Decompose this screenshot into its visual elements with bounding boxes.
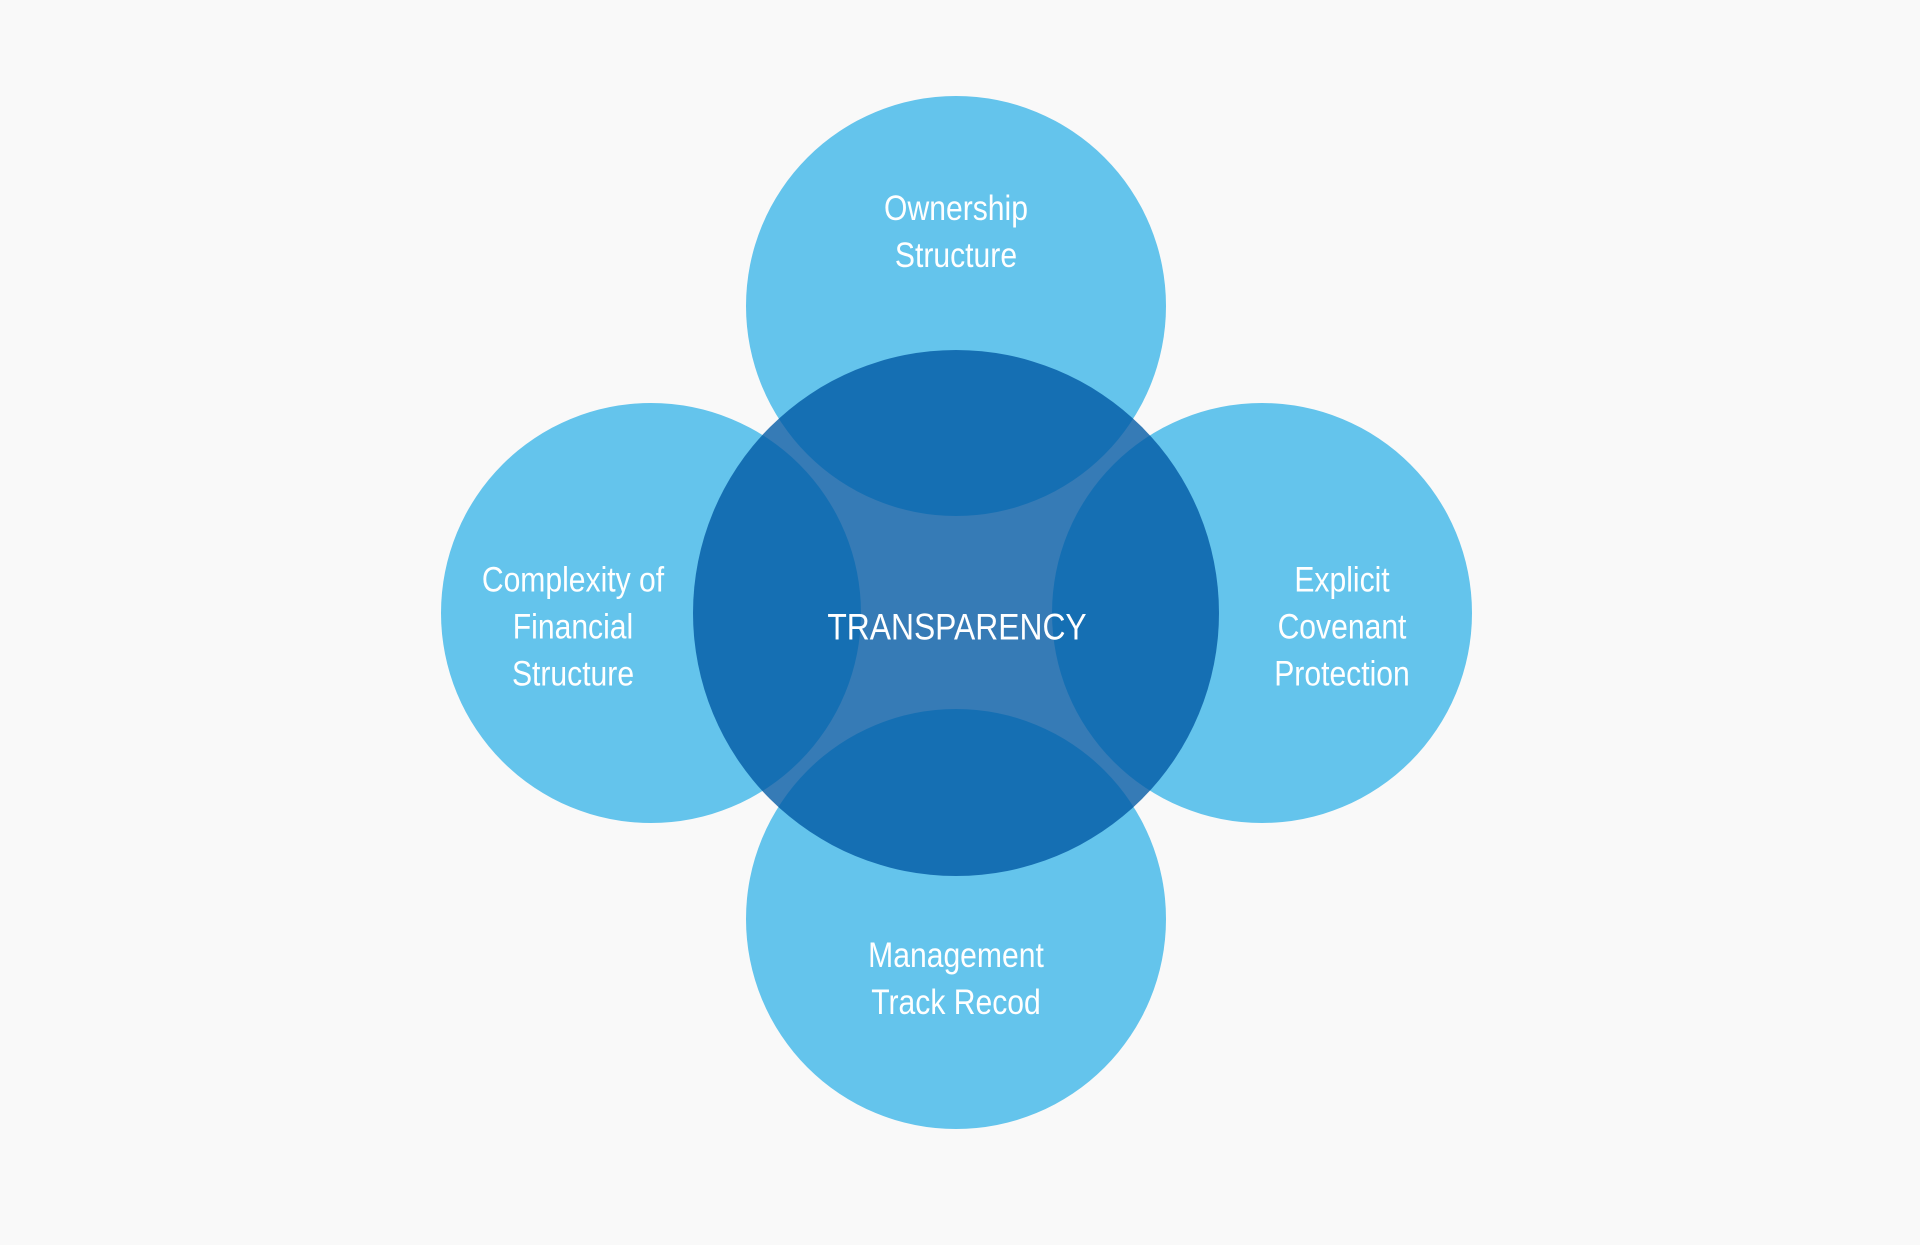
label-ownership-structure: Ownership Structure bbox=[884, 185, 1028, 279]
label-line: Management bbox=[868, 936, 1044, 975]
label-line: Protection bbox=[1274, 654, 1410, 694]
label-line: Track Recod bbox=[871, 983, 1041, 1022]
label-explicit-covenant-protection: Explicit Covenant Protection bbox=[1274, 557, 1410, 698]
label-transparency: TRANSPARENCY bbox=[827, 606, 1087, 648]
label-line: Structure bbox=[894, 236, 1018, 275]
label-line: Covenant bbox=[1277, 607, 1407, 647]
circle-transparency bbox=[693, 350, 1219, 876]
label-complexity-of-financial-structure: Complexity of Financial Structure bbox=[482, 557, 664, 698]
label-line: Complexity of bbox=[481, 560, 665, 600]
label-line: Structure bbox=[511, 654, 635, 694]
label-line: Financial bbox=[512, 607, 634, 647]
label-line: Ownership bbox=[884, 189, 1028, 228]
label-line: Explicit bbox=[1294, 560, 1390, 600]
label-management-track-record: Management Track Recod bbox=[868, 932, 1044, 1026]
